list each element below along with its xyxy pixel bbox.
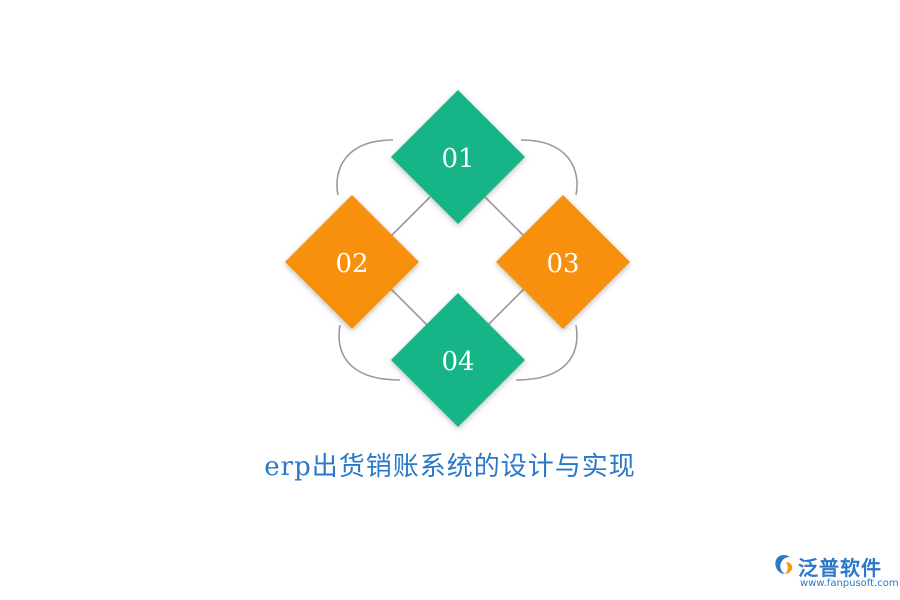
brand-url: www.fanpusoft.com [800, 578, 899, 589]
diamond-02-shape [285, 195, 419, 329]
connector-link-01-03 [484, 196, 526, 238]
brand-watermark: 泛普软件 www.fanpusoft.com [770, 551, 899, 595]
diamond-04: 04 [391, 293, 525, 427]
brand-name: 泛普软件 [798, 556, 882, 580]
connector-arc-top-left [336, 139, 394, 196]
diagram-caption: erp出货销账系统的设计与实现 [264, 452, 636, 482]
connector-link-03-04 [484, 287, 526, 329]
diamond-01-label: 01 [441, 144, 474, 174]
diamond-03-label: 03 [546, 249, 579, 279]
connector-arc-bottom-right [515, 324, 578, 381]
diamond-03: 03 [496, 195, 630, 329]
diamond-01: 01 [391, 90, 525, 224]
diamond-04-shape [391, 293, 525, 427]
diamond-02: 02 [285, 195, 419, 329]
connector-arc-bottom-left [338, 324, 401, 381]
connector-ring [336, 139, 578, 381]
diamond-02-label: 02 [335, 249, 368, 279]
connector-arc-top-right [520, 139, 578, 196]
diamond-01-shape [391, 90, 525, 224]
fanpu-logo-icon [775, 555, 793, 574]
diamond-04-label: 04 [441, 347, 474, 377]
connector-link-01-02 [389, 196, 431, 238]
connector-link-02-04 [389, 287, 431, 329]
diamond-03-shape [496, 195, 630, 329]
